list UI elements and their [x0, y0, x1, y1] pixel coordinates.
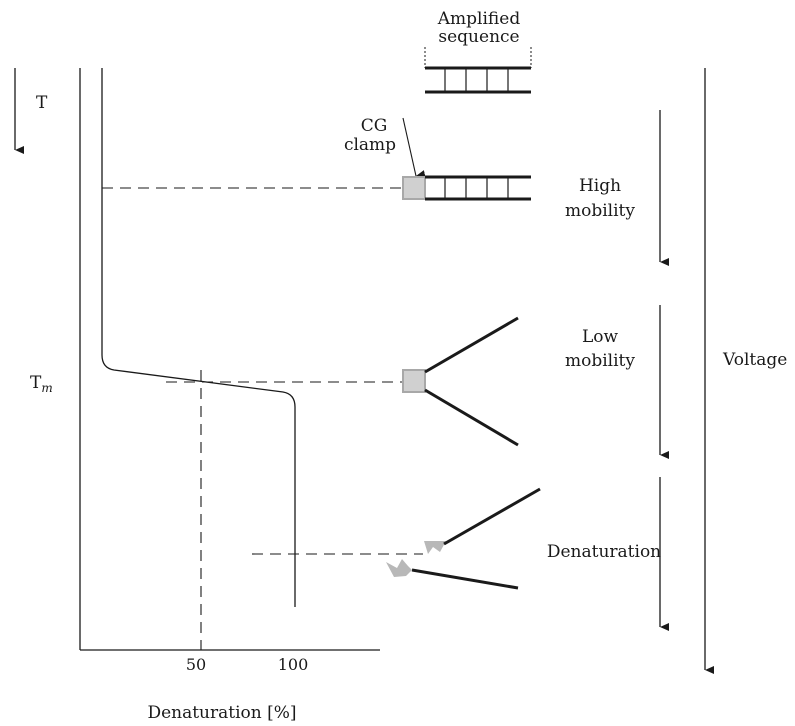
amplified-dna-duplex [425, 66, 531, 94]
partially-melted-dna [402, 316, 519, 447]
melting-temperature-subscript: m [41, 381, 52, 395]
clamp-fragment-lower [386, 559, 412, 577]
x-axis-label: Denaturation [%] [147, 703, 296, 723]
cg-clamp-label-line-1: CG [361, 116, 388, 136]
low-mobility-label-line-1: Low [582, 327, 619, 347]
cg-clamp-label-line-2: clamp [344, 135, 396, 155]
x-tick-100: 100 [278, 655, 309, 674]
cg-clamp-block [402, 176, 426, 200]
melting-temperature-label: Tm [30, 373, 53, 395]
denaturation-label: Denaturation [547, 542, 661, 562]
amplified-bracket [424, 47, 532, 68]
amplified-label-line-2: sequence [438, 27, 519, 47]
temperature-label: T [36, 93, 48, 113]
melting-curve [101, 68, 296, 607]
high-mobility-label-line-1: High [579, 176, 621, 196]
voltage-label: Voltage [722, 350, 787, 370]
low-mobility-label-line-2: mobility [565, 351, 635, 371]
cg-clamp-block-melted [402, 369, 426, 393]
clamped-dna-duplex [402, 175, 531, 201]
high-mobility-label-line-2: mobility [565, 201, 635, 221]
cg-clamp-pointer-arrow [402, 117, 426, 178]
clamp-fragment-upper [424, 541, 446, 554]
amplified-label-line-1: Amplified [437, 9, 521, 29]
denatured-strands [386, 487, 541, 590]
x-tick-50: 50 [186, 655, 206, 674]
melting-temperature-text: T [30, 373, 42, 393]
